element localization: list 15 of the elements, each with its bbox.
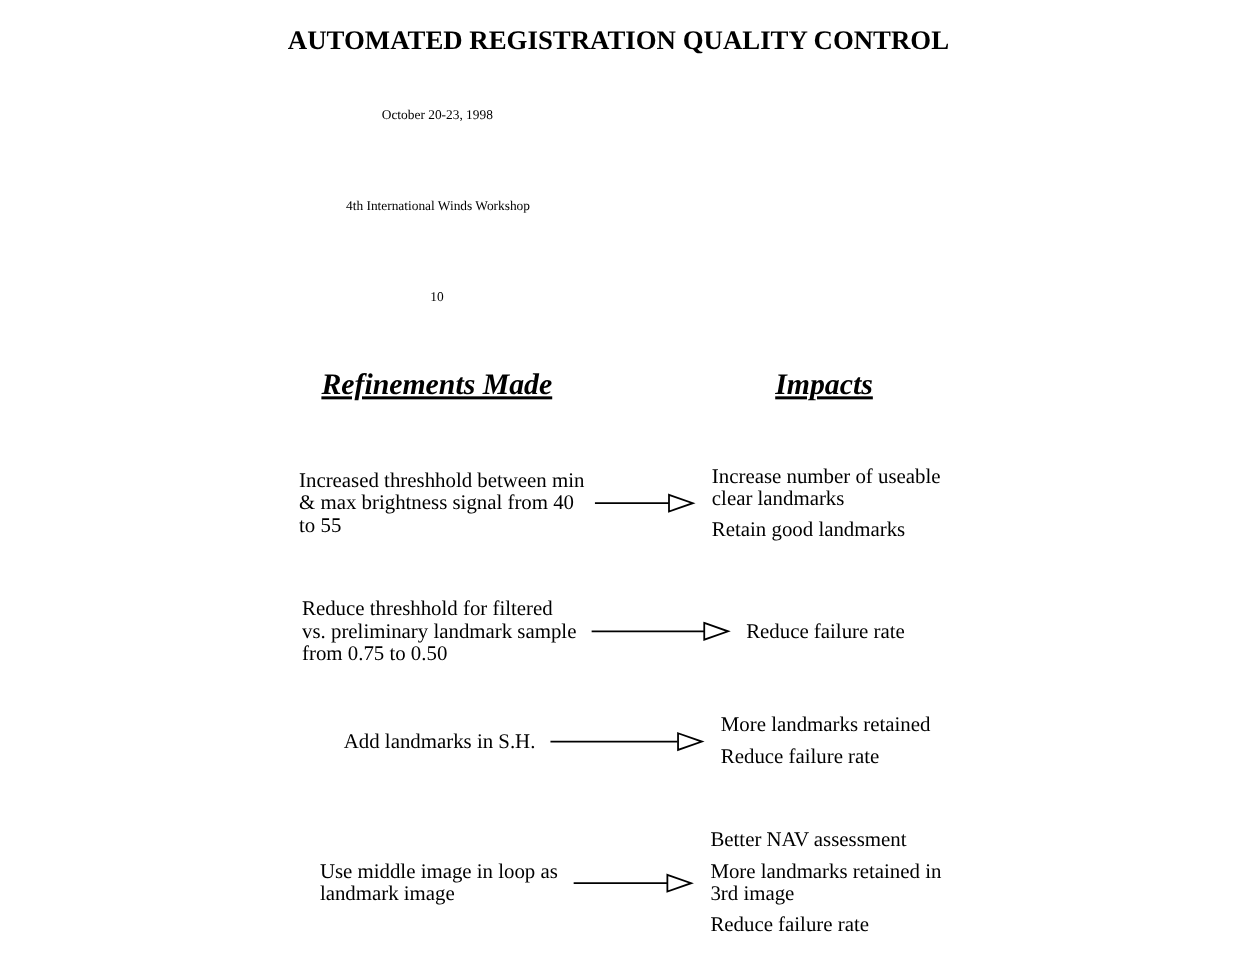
node-text: Better NAV assessment More landmarks retained in 3rd image Reduce failure rate: [709, 830, 941, 938]
arrow: [593, 493, 695, 513]
node-text: Increased threshhold between min & max brightness signal from 40 to 55: [298, 471, 584, 538]
arrow: [589, 621, 730, 641]
label: Impacts: [774, 370, 872, 403]
arrow: [571, 873, 693, 893]
label: Refinements Made: [320, 370, 552, 403]
node-text: Increase number of useable clear landmarks Retain good landmarks: [710, 466, 940, 543]
arrow: [548, 732, 704, 752]
node-text: Reduce failure rate: [745, 621, 904, 644]
node-text: More landmarks retained Reduce failure rate: [719, 715, 930, 769]
node-text: Use middle image in loop as landmark image: [318, 861, 557, 906]
diagram-title: AUTOMATED REGISTRATION QUALITY CONTROL: [286, 25, 949, 56]
node-text: Add landmarks in S.H.: [342, 731, 535, 754]
node-text: Reduce threshhold for filtered vs. preliminary landmark sample from 0.75 to 0.50: [301, 599, 576, 666]
